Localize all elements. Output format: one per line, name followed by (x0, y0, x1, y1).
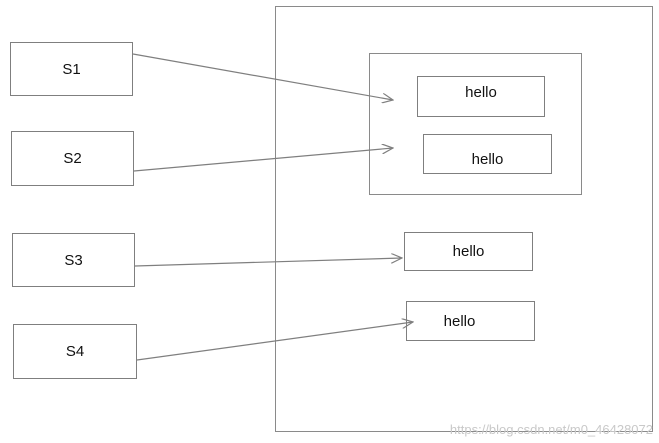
source-box-s4: S4 (13, 324, 137, 379)
source-box-s1: S1 (10, 42, 133, 96)
source-box-s2: S2 (11, 131, 134, 186)
source-box-s3: S3 (12, 233, 135, 287)
source-label: S2 (63, 150, 82, 167)
arrow-s3-to-hello-3 (134, 258, 402, 267)
inner-group-container (369, 53, 582, 195)
outer-container (275, 6, 653, 432)
arrow-s2-to-hello-2 (133, 148, 393, 172)
arrow-s1-to-hello-1 (132, 53, 393, 100)
target-label: hello (471, 150, 504, 168)
target-box-hello-4: hello (406, 301, 535, 341)
target-box-hello-3: hello (404, 232, 533, 271)
source-label: S4 (65, 343, 85, 360)
watermark-text: https://blog.csdn.net/m0_46428072 (449, 422, 653, 437)
target-label: hello (465, 84, 497, 101)
source-label: S3 (64, 251, 83, 269)
source-label: S1 (62, 60, 81, 78)
target-box-hello-1: hello (417, 76, 545, 117)
target-label: hello (452, 243, 485, 260)
target-box-hello-2: hello (423, 134, 552, 174)
arrow-s4-to-hello-4 (136, 322, 413, 361)
target-label: hello (443, 312, 476, 330)
